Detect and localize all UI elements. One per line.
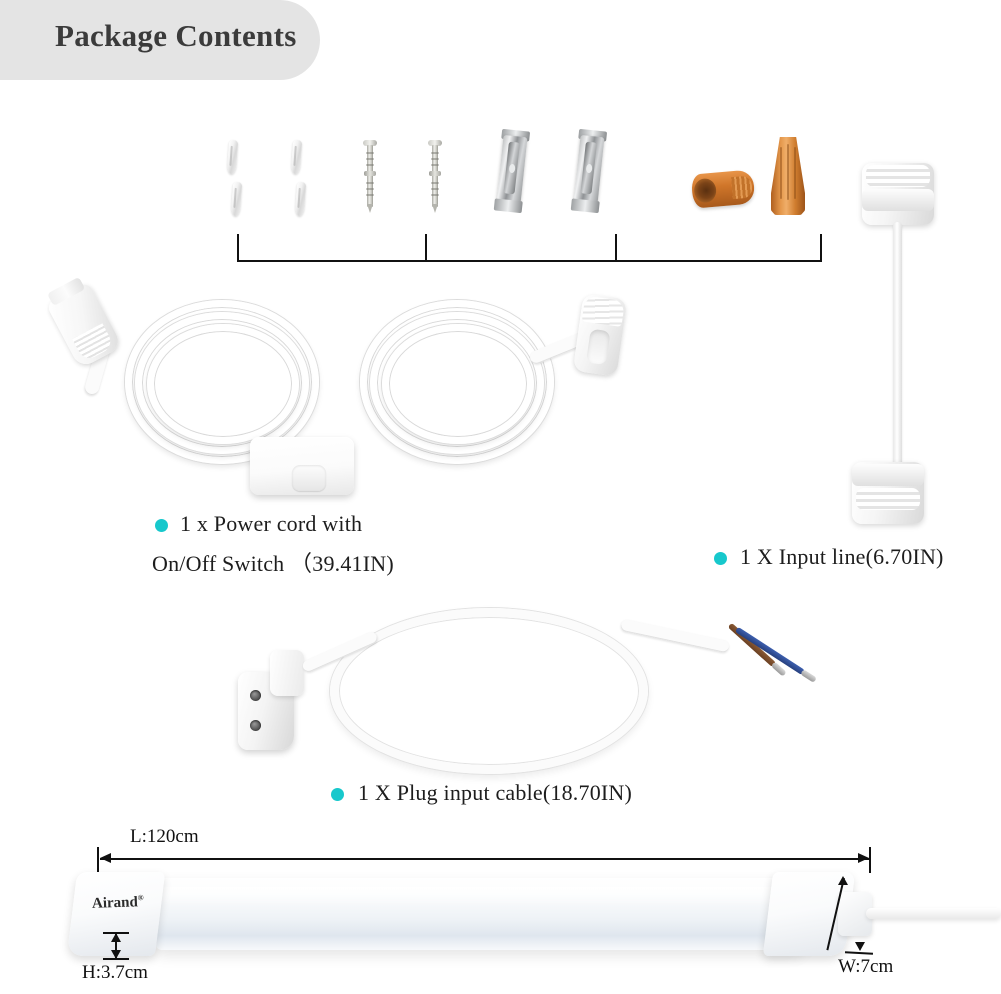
on-off-switch[interactable]	[250, 437, 354, 495]
fixture-output-cable	[866, 908, 1001, 919]
input-line-label: 1 X Input line(6.70IN)	[740, 544, 944, 569]
arrow-down-icon	[855, 942, 865, 951]
power-cord-label-line2: On/Off Switch （39.41IN)	[152, 551, 394, 576]
input-line-top-connector	[862, 163, 934, 225]
brand-name: Airand	[91, 894, 139, 912]
height-dimension-label: H:3.7cm	[82, 962, 148, 983]
input-line-bottom-connector	[852, 462, 924, 524]
width-dim-cap	[844, 951, 874, 955]
screw	[428, 140, 442, 213]
length-dimension-label: L:120cm	[130, 826, 199, 847]
arrow-right-icon	[858, 853, 869, 863]
plug-input-cable-assembly	[238, 608, 817, 774]
bullet-icon	[331, 788, 344, 801]
cord-coil-left	[135, 312, 309, 454]
height-dim-line	[115, 934, 117, 958]
power-cord-label-line1: 1 x Power cord with	[180, 511, 363, 536]
wire-nut-standing	[771, 137, 805, 215]
brand-logo: Airand®	[92, 893, 144, 913]
arrow-up-icon	[838, 876, 848, 885]
cord-coil-left	[147, 324, 299, 444]
header-pill-background	[0, 0, 320, 80]
power-cord-assembly	[45, 276, 628, 495]
input-line-assembly	[852, 163, 934, 524]
cord-coil-right	[360, 300, 554, 464]
cable-loop	[330, 608, 648, 774]
arrow-up-icon	[111, 933, 121, 942]
bullet-icon	[155, 519, 168, 532]
bullet-icon	[714, 552, 727, 565]
registered-mark: ®	[137, 893, 144, 903]
length-dim-line	[100, 858, 870, 860]
cord-coil-left	[125, 300, 319, 464]
length-dim-end-right	[869, 847, 871, 873]
parts-group-bracket	[237, 232, 822, 262]
width-dimension-label: W:7cm	[838, 956, 894, 977]
cord-coil-right	[382, 324, 534, 444]
arrow-down-icon	[111, 950, 121, 959]
input-line-cable	[893, 222, 902, 472]
fixture-diffuser	[148, 878, 808, 950]
switch-rocker[interactable]	[292, 465, 326, 491]
cord-coil-right	[370, 312, 544, 454]
plug-input-cable-label: 1 X Plug input cable(18.70IN)	[358, 780, 633, 805]
screw	[363, 140, 377, 213]
height-dim-cap-bottom	[103, 958, 129, 960]
length-dim-end-left	[97, 847, 99, 873]
cable-strain-relief	[270, 650, 304, 696]
arrow-left-icon	[100, 853, 111, 863]
height-dim-cap-top	[103, 932, 129, 934]
page-title: Package Contents	[55, 18, 297, 53]
